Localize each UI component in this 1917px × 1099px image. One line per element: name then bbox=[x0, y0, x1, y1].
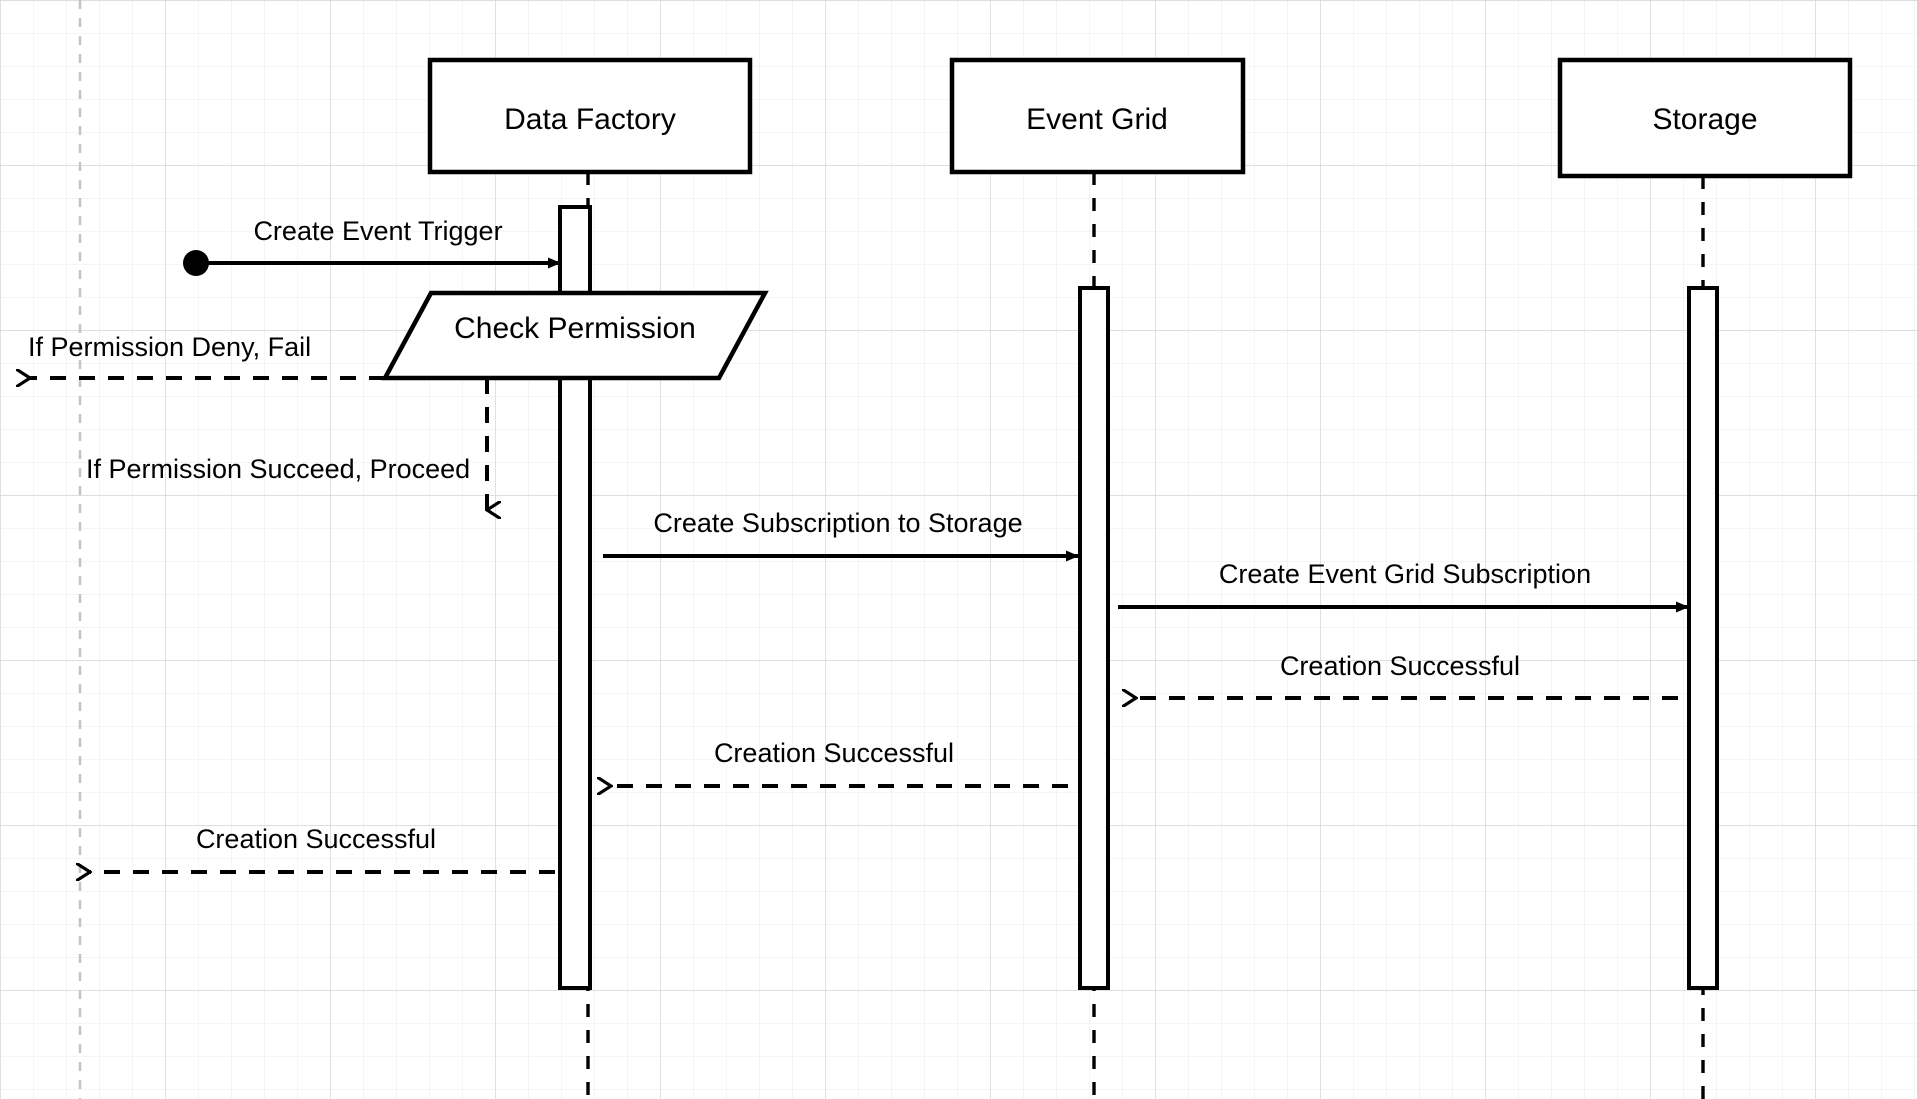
message-label-create-event-grid-subscription: Create Event Grid Subscription bbox=[1219, 559, 1591, 589]
note-shape-check-permission bbox=[381, 290, 769, 381]
message-if-permission-succeed-proceed[interactable]: If Permission Succeed, Proceed bbox=[86, 378, 487, 510]
participant-box-event-grid bbox=[949, 57, 1246, 175]
participant-box-data-factory bbox=[427, 57, 753, 175]
message-creation-successful-data-factory-to-caller[interactable]: Creation Successful bbox=[90, 824, 555, 872]
message-label-creation-successful-storage-to-event-grid: Creation Successful bbox=[1280, 651, 1520, 681]
participant-label-storage: Storage bbox=[1652, 103, 1757, 136]
message-label-create-event-trigger: Create Event Trigger bbox=[253, 216, 502, 246]
message-creation-successful-storage-to-event-grid[interactable]: Creation Successful bbox=[1136, 651, 1678, 698]
participant-box-storage bbox=[1557, 57, 1853, 179]
note-label-check-permission: Check Permission bbox=[454, 312, 696, 345]
message-if-permission-deny-fail[interactable]: If Permission Deny, Fail bbox=[28, 332, 385, 378]
participant-label-data-factory: Data Factory bbox=[504, 103, 676, 136]
activation-bar-storage bbox=[1687, 286, 1719, 990]
participant-event-grid[interactable]: Event Grid bbox=[949, 57, 1246, 175]
activation-bar-event-grid bbox=[1078, 286, 1110, 990]
message-label-creation-successful-event-grid-to-data-factory: Creation Successful bbox=[714, 738, 954, 768]
participant-data-factory[interactable]: Data Factory bbox=[427, 57, 753, 175]
message-create-event-grid-subscription[interactable]: Create Event Grid Subscription bbox=[1118, 559, 1689, 613]
participant-label-event-grid: Event Grid bbox=[1026, 103, 1168, 136]
message-label-if-permission-deny-fail: If Permission Deny, Fail bbox=[28, 332, 311, 362]
message-creation-successful-event-grid-to-data-factory[interactable]: Creation Successful bbox=[611, 738, 1068, 786]
message-create-event-trigger[interactable]: Create Event Trigger bbox=[196, 216, 561, 269]
message-label-create-subscription-to-storage: Create Subscription to Storage bbox=[653, 508, 1022, 538]
message-label-if-permission-succeed-proceed: If Permission Succeed, Proceed bbox=[86, 454, 470, 484]
message-label-creation-successful-data-factory-to-caller: Creation Successful bbox=[196, 824, 436, 854]
participant-storage[interactable]: Storage bbox=[1557, 57, 1853, 179]
note-check-permission[interactable]: Check Permission bbox=[381, 290, 769, 381]
message-create-subscription-to-storage[interactable]: Create Subscription to Storage bbox=[603, 508, 1079, 562]
